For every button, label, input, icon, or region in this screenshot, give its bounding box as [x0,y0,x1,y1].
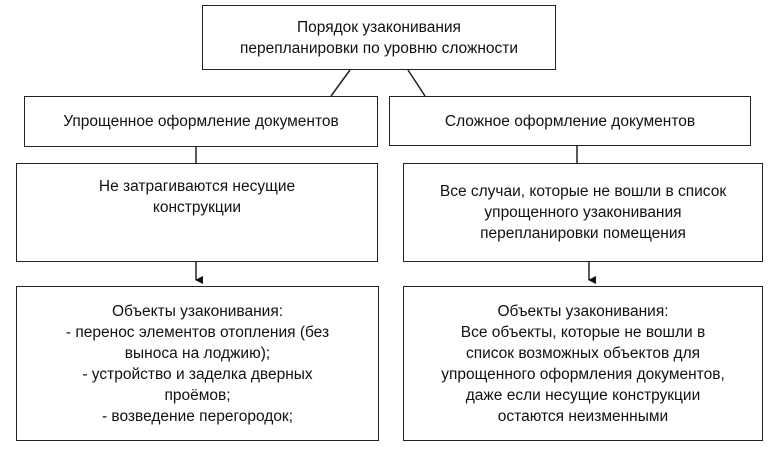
right-objects-box: Объекты узаконивания: Все объекты, котор… [403,286,763,441]
left-objects-line-4: - устройство и заделка дверных [82,365,313,383]
left-objects-line-2: - перенос элементов отопления (без [65,323,330,341]
right-objects-line-3: список возможных объектов для [465,344,701,362]
left-condition-line-1: Не затрагиваются несущие [98,178,296,195]
right-condition-line-2: упрощенного узаконивания [484,204,682,221]
right-category-box: Сложное оформление документов [389,96,751,146]
right-category-label: Сложное оформление документов [444,112,696,130]
left-condition-line-2: конструкции [152,199,242,216]
left-category-label: Упрощенное оформление документов [63,113,339,130]
left-objects-box: Объекты узаконивания: - перенос элементо… [16,286,379,441]
root-line-2: перепланировки по уровню сложности [239,39,519,57]
left-objects-line-3: выноса на лоджию); [124,344,271,362]
left-condition-box: Не затрагиваются несущие конструкции [16,163,378,262]
root-box: Порядок узаконивания перепланировки по у… [202,5,556,70]
left-category-box: Упрощенное оформление документов [24,96,378,147]
right-objects-line-4: упрощенного оформления документов, [441,365,725,383]
root-line-1: Порядок узаконивания [297,18,461,36]
left-objects-line-5: проёмов; [164,386,231,404]
left-objects-line-1: Объекты узаконивания: [111,302,284,320]
root-to-left-line [330,69,351,97]
right-objects-line-2: Все объекты, которые не вошли в [460,323,706,341]
right-objects-line-1: Объекты узаконивания: [497,302,669,320]
right-condition-line-1: Все случаи, которые не вошли в список [439,183,727,200]
right-objects-line-5: даже если несущие конструкции [465,386,701,404]
right-objects-line-6: остаются неизменными [497,407,669,425]
left-objects-line-6: - возведение перегородок; [101,407,294,425]
root-to-right-line [407,69,426,97]
right-condition-line-3: перепланировки помещения [480,225,686,242]
right-condition-box: Все случаи, которые не вошли в список уп… [403,163,763,262]
